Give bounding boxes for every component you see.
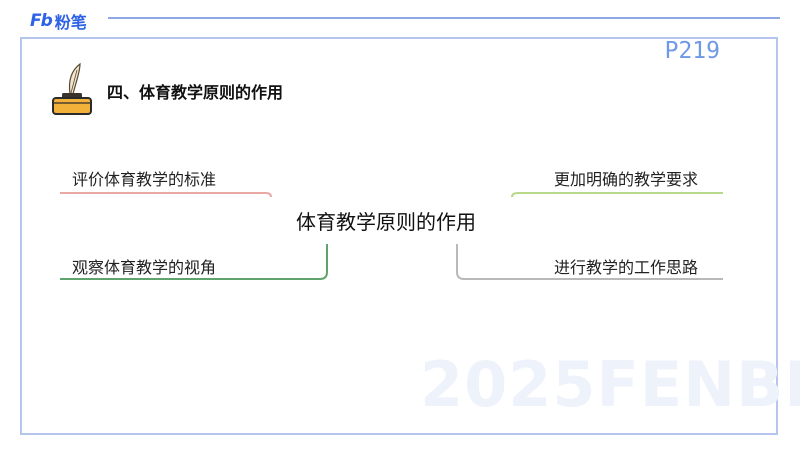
- branch-right-top: 更加明确的教学要求: [554, 170, 699, 189]
- inkwell-quill-icon: [52, 62, 92, 115]
- branch-left-top: 评价体育教学的标准: [72, 170, 217, 189]
- branch-left-bottom: 观察体育教学的视角: [72, 258, 217, 277]
- header-rule: [108, 17, 780, 19]
- logo-text: 粉笔: [54, 13, 87, 32]
- branch-right-bottom: 进行教学的工作思路: [554, 258, 699, 277]
- page-number: P219: [664, 38, 720, 64]
- logo-mark: Fb: [30, 11, 53, 31]
- mindmap-center-topic: 体育教学原则的作用: [296, 210, 476, 234]
- slide-frame: [20, 37, 778, 435]
- connector-left-bottom: [60, 244, 328, 280]
- connector-left-top: [60, 192, 272, 198]
- fenbi-logo: Fb 粉笔: [30, 10, 87, 32]
- section-title: 四、体育教学原则的作用: [107, 83, 284, 102]
- watermark: 2025FENBI: [420, 348, 800, 421]
- connector-right-top: [511, 192, 723, 198]
- connector-right-bottom: [456, 244, 723, 280]
